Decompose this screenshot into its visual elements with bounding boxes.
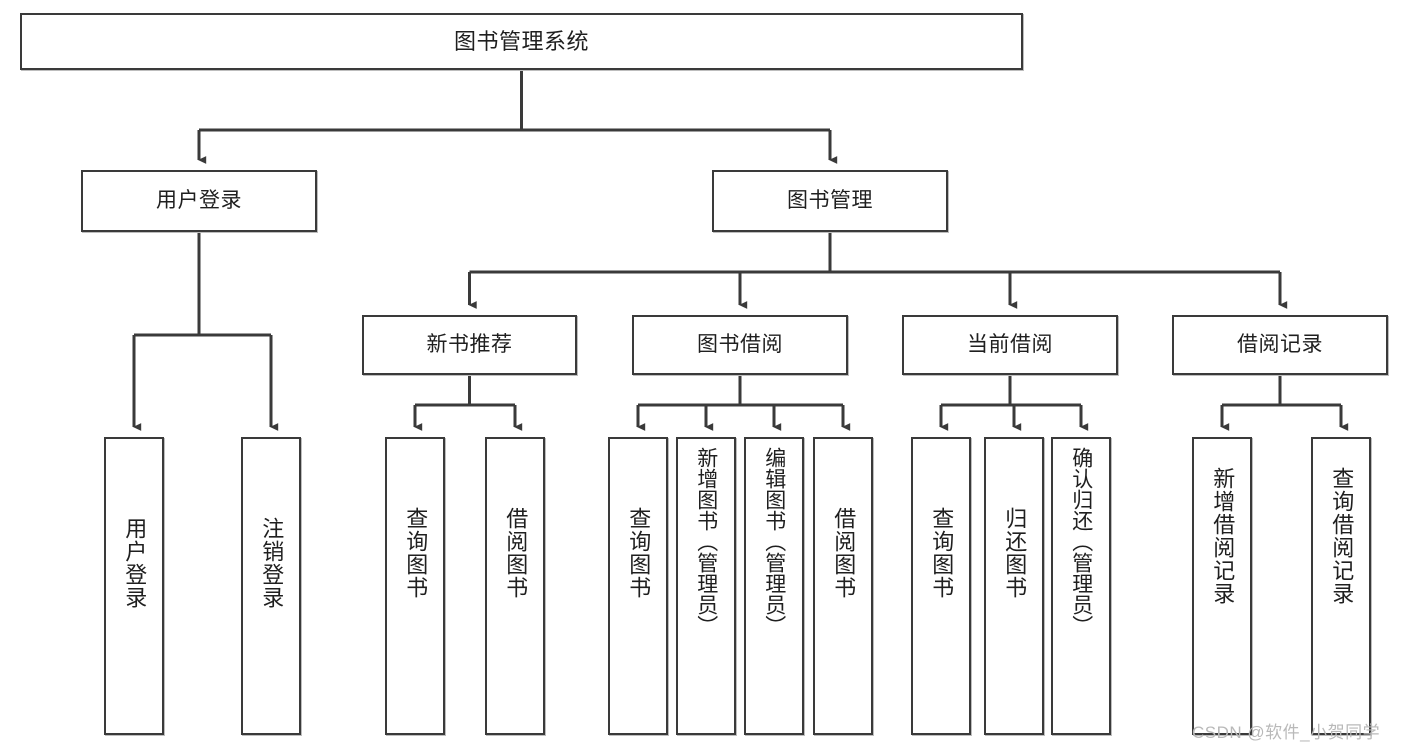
node-root-system[interactable]: 图书管理系统 bbox=[20, 13, 1023, 70]
node-borrow-record[interactable]: 借阅记录 bbox=[1172, 315, 1388, 375]
node-label: 查询图书 bbox=[626, 507, 652, 599]
node-label: 图书借阅 bbox=[697, 332, 783, 356]
node-label: 图书管理 bbox=[787, 188, 873, 212]
node-label: 新书推荐 bbox=[426, 332, 513, 356]
node-leaf-query-book-2[interactable]: 查询图书 bbox=[608, 437, 668, 735]
node-label: 新增借阅记录 bbox=[1210, 467, 1236, 605]
node-leaf-return-book[interactable]: 归还图书 bbox=[984, 437, 1044, 735]
node-label: 编辑图书（管理员） bbox=[762, 447, 786, 636]
node-label: 新增图书（管理员） bbox=[694, 447, 718, 636]
node-book-manage[interactable]: 图书管理 bbox=[712, 170, 948, 232]
node-leaf-user-login[interactable]: 用户登录 bbox=[104, 437, 164, 735]
node-book-borrow[interactable]: 图书借阅 bbox=[632, 315, 848, 375]
node-label: 借阅记录 bbox=[1237, 332, 1323, 356]
node-label: 当前借阅 bbox=[967, 332, 1053, 356]
node-label: 用户登录 bbox=[122, 517, 148, 609]
node-leaf-query-record[interactable]: 查询借阅记录 bbox=[1311, 437, 1371, 735]
node-label: 借阅图书 bbox=[503, 507, 529, 599]
node-label: 用户登录 bbox=[156, 188, 242, 212]
node-user-login[interactable]: 用户登录 bbox=[81, 170, 317, 232]
node-label: 注销登录 bbox=[259, 517, 285, 609]
node-label: 查询图书 bbox=[929, 507, 955, 599]
node-leaf-add-record[interactable]: 新增借阅记录 bbox=[1192, 437, 1252, 735]
node-leaf-query-book-3[interactable]: 查询图书 bbox=[911, 437, 971, 735]
node-label: 图书管理系统 bbox=[453, 28, 589, 54]
node-new-book-recommend[interactable]: 新书推荐 bbox=[362, 315, 577, 375]
node-label: 查询图书 bbox=[403, 507, 429, 599]
node-leaf-borrow-book-1[interactable]: 借阅图书 bbox=[485, 437, 545, 735]
node-current-borrow[interactable]: 当前借阅 bbox=[902, 315, 1118, 375]
node-leaf-add-book[interactable]: 新增图书（管理员） bbox=[676, 437, 736, 735]
node-leaf-user-logout[interactable]: 注销登录 bbox=[241, 437, 301, 735]
node-label: 查询借阅记录 bbox=[1329, 467, 1355, 605]
node-label: 确认归还（管理员） bbox=[1069, 447, 1093, 636]
csdn-watermark: CSDN @软件_小贺同学 bbox=[1192, 723, 1381, 742]
node-leaf-borrow-book-2[interactable]: 借阅图书 bbox=[813, 437, 873, 735]
node-label: 借阅图书 bbox=[831, 507, 857, 599]
node-leaf-confirm-return[interactable]: 确认归还（管理员） bbox=[1051, 437, 1111, 735]
node-leaf-edit-book[interactable]: 编辑图书（管理员） bbox=[744, 437, 804, 735]
node-leaf-query-book-1[interactable]: 查询图书 bbox=[385, 437, 445, 735]
node-label: 归还图书 bbox=[1002, 507, 1028, 599]
